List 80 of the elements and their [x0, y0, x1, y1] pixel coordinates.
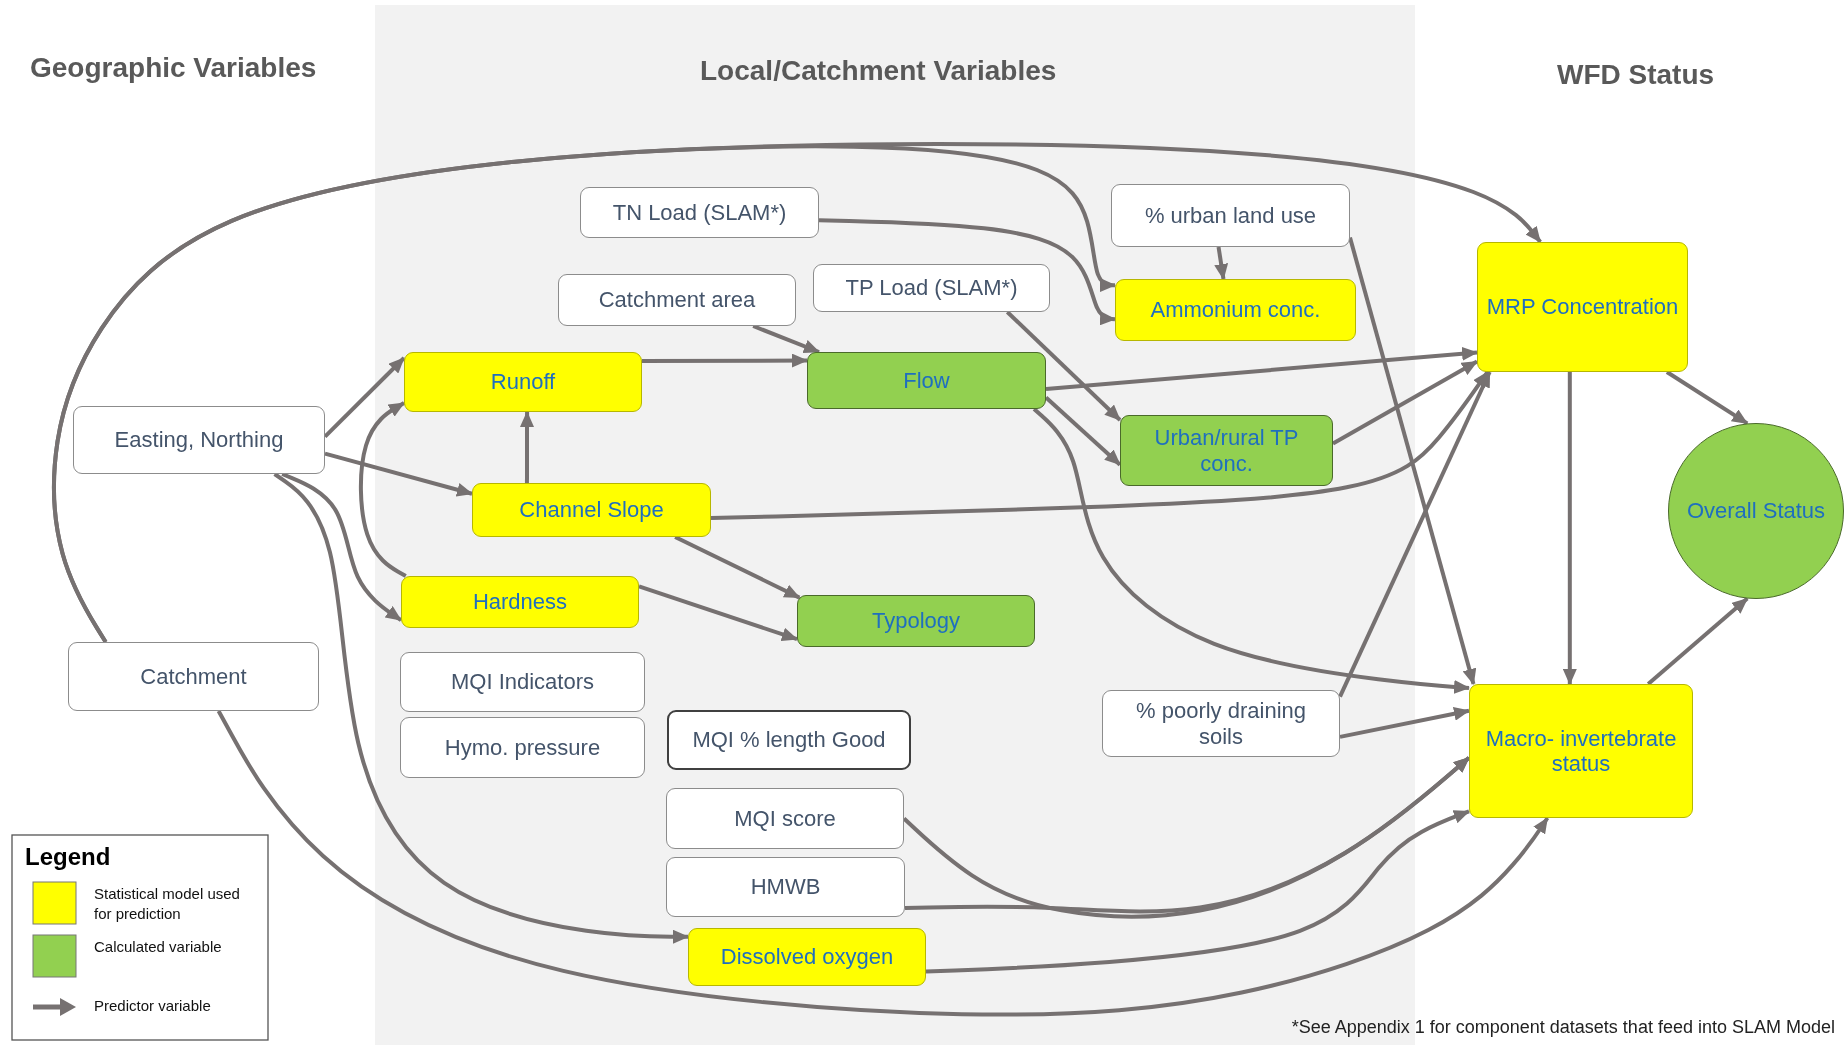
variable-box	[688, 928, 926, 986]
arrow	[52, 142, 1542, 644]
arrow	[324, 451, 473, 497]
node-label: Channel Slope	[519, 497, 664, 523]
arrow	[1032, 407, 1470, 694]
arrow	[1665, 370, 1749, 426]
arrow	[358, 401, 407, 578]
arrow	[638, 584, 798, 642]
node-label: MQI score	[734, 805, 836, 832]
node-label: % poorly draining soils	[1135, 698, 1307, 749]
variable-box	[68, 642, 319, 711]
variable-box	[667, 710, 911, 770]
arrow	[1338, 371, 1492, 698]
arrow	[216, 710, 1550, 1017]
column-heading: Local/Catchment Variables	[700, 55, 1057, 87]
node-label: Dissolved oxygen	[720, 944, 894, 970]
node-label: MQI % length Good	[692, 727, 886, 753]
legend-label: Predictor variable	[94, 996, 212, 1016]
legend-label: Statistical model used for prediction	[94, 884, 241, 923]
node-label: Flow	[903, 367, 950, 394]
arrow	[1005, 310, 1122, 422]
node-label: % urban land use	[1144, 202, 1317, 229]
arrow	[281, 472, 403, 622]
node-label: Catchment area	[598, 287, 756, 313]
node-label: HMWB	[750, 874, 821, 900]
column-heading: Geographic Variables	[30, 52, 317, 84]
arrow	[1562, 372, 1577, 685]
arrow	[710, 370, 1490, 521]
arrow	[1646, 597, 1749, 686]
variable-box	[666, 857, 905, 917]
variable-box	[558, 274, 796, 326]
node-label: Ammonium conc.	[1150, 297, 1321, 323]
column-heading: WFD Status	[1557, 59, 1715, 91]
node-label: Typology	[871, 608, 961, 634]
node-label: Overall Status	[1686, 498, 1826, 524]
variable-box	[400, 717, 645, 778]
arrow	[1332, 359, 1478, 446]
arrow	[674, 535, 801, 600]
arrow	[818, 218, 1116, 326]
arrow	[925, 809, 1470, 974]
variable-box	[1477, 242, 1688, 372]
variable-box	[1115, 279, 1356, 341]
arrow	[1348, 237, 1477, 685]
variable-box	[666, 788, 904, 849]
footnote: *See Appendix 1 for component datasets that feed into SLAM Model	[1291, 1017, 1835, 1038]
node-label: Catchment	[140, 663, 247, 690]
arrow	[1045, 346, 1478, 392]
variable-box	[73, 406, 325, 474]
variable-box	[400, 652, 645, 712]
variable-box	[580, 187, 819, 238]
arrow	[323, 356, 406, 438]
variable-box	[807, 352, 1046, 409]
node-label: Macro- invertebrate status	[1484, 725, 1678, 777]
legend-title: Legend	[25, 843, 111, 871]
node-label: Runoff	[490, 369, 556, 395]
variable-box	[1120, 415, 1333, 486]
node-label: TP Load (SLAM*)	[845, 275, 1018, 301]
arrow	[642, 353, 808, 368]
arrow	[1214, 246, 1229, 280]
node-label: Urban/rural TP conc.	[1153, 425, 1300, 476]
arrow	[1044, 396, 1122, 467]
node-label: Easting, Northing	[114, 427, 284, 453]
variable-box	[813, 264, 1050, 312]
variable-box	[797, 595, 1035, 647]
variable-box	[1102, 690, 1340, 757]
variable-box	[1111, 184, 1350, 247]
arrow	[520, 411, 535, 483]
arrow	[1339, 706, 1470, 739]
node-label: TN Load (SLAM*)	[612, 199, 787, 226]
variable-box	[1469, 684, 1693, 818]
legend-label: Calculated variable	[94, 937, 223, 957]
node-label: Hymo. pressure	[444, 734, 601, 761]
node-label: MQI Indicators	[450, 669, 594, 695]
node-label: Hardness	[472, 589, 568, 615]
arrow	[752, 324, 820, 354]
variable-box	[401, 576, 639, 628]
variable-box	[472, 483, 711, 537]
arrow	[273, 472, 689, 944]
node-label: MRP Concentration	[1486, 294, 1679, 320]
variable-box	[404, 352, 642, 412]
